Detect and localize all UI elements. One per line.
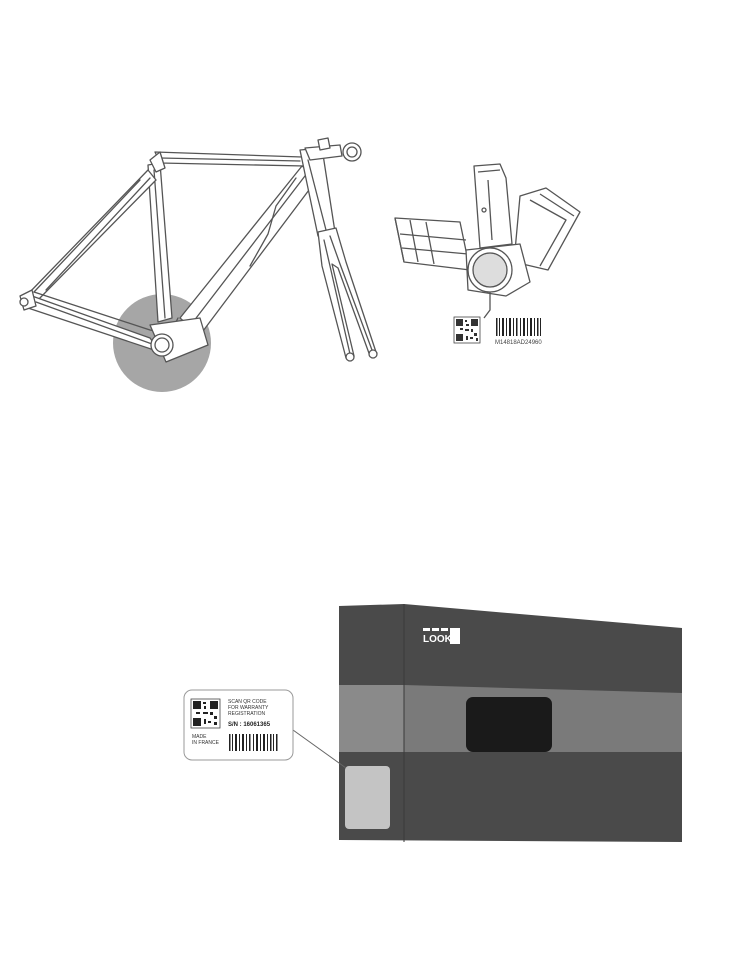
label-made-line-2: IN FRANCE <box>192 740 220 746</box>
box-label-swatch <box>345 766 390 829</box>
bike-frame-drawing <box>19 137 378 392</box>
label-barcode <box>229 734 278 751</box>
frame-qr-code <box>453 316 481 344</box>
label-qr-code <box>190 698 221 729</box>
label-serial: S/N : 16061365 <box>228 722 271 728</box>
label-made-line-1: MADE <box>192 734 207 740</box>
frame-barcode <box>496 318 541 336</box>
box-window <box>466 697 552 752</box>
packaging-box: LOOK <box>339 604 682 842</box>
label-scan-line-3: REGISTRATION <box>228 711 266 717</box>
label-leader-line <box>292 729 347 769</box>
warranty-label-card: SCAN QR CODE FOR WARRANTY REGISTRATION S… <box>183 689 294 761</box>
label-scan-line-1: SCAN QR CODE <box>228 699 267 705</box>
brand-logo-text: LOOK <box>423 634 453 645</box>
bottom-bracket-detail-drawing <box>394 163 581 319</box>
look-logo-icon: LOOK <box>423 628 460 645</box>
label-scan-line-2: FOR WARRANTY <box>228 705 269 711</box>
frame-serial-text: M14818AD24960 <box>495 340 542 346</box>
